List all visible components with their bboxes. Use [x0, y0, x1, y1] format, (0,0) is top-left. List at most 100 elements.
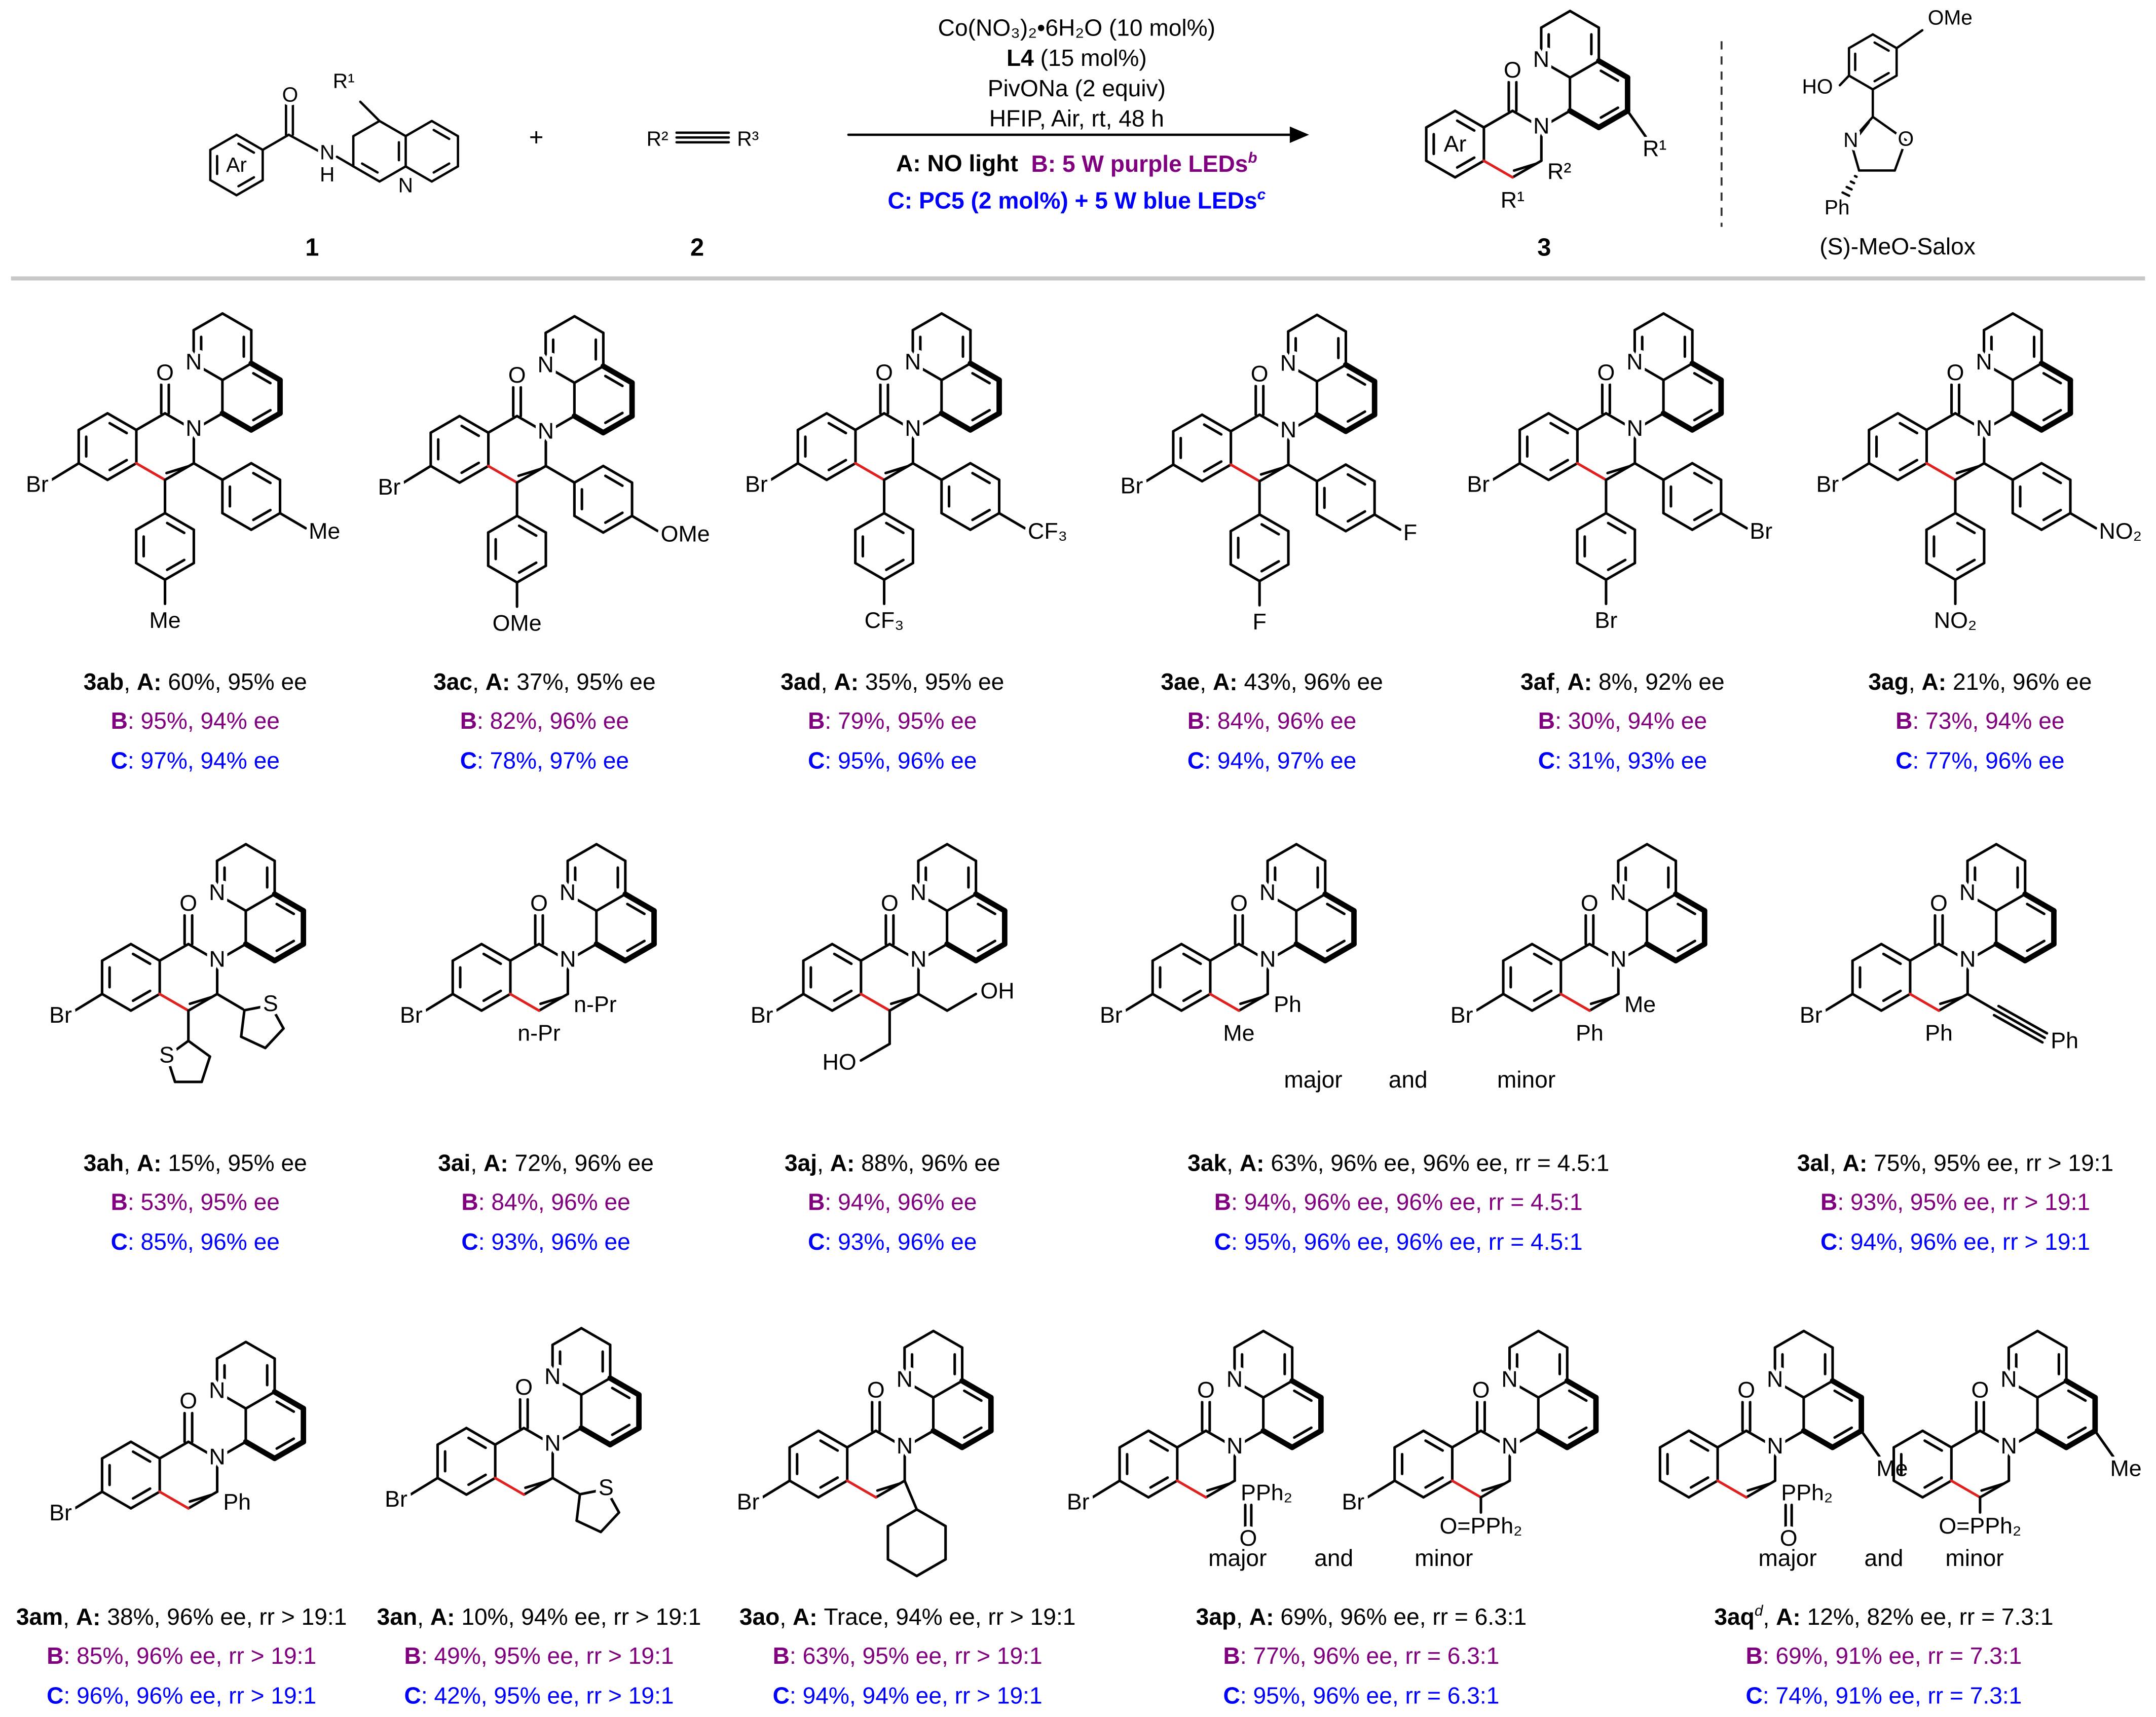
- amide-hydrogen-label: H: [320, 163, 334, 186]
- conditions-ab: A: NO light B: 5 W purple LEDsb: [825, 144, 1328, 179]
- bromo-label: Br: [1342, 1489, 1364, 1514]
- bond: [480, 992, 512, 1012]
- double-bond: [971, 372, 991, 385]
- sulfur-label: S: [599, 1475, 614, 1500]
- ligand-name: (S)-MeO-Salox: [1819, 234, 1976, 260]
- carbonyl-oxygen-label: O: [1597, 360, 1615, 385]
- double-bond: [876, 1482, 901, 1492]
- result-c-value: 93%, 96% ee: [838, 1229, 977, 1256]
- amide-nitrogen-label: N: [1280, 417, 1296, 442]
- bond: [969, 511, 1001, 531]
- result-b: B93%, 95% ee, rr > 19:1: [1694, 1184, 2156, 1224]
- carbonyl-oxygen-label: O: [1472, 1377, 1490, 1402]
- condition-b: B: 5 W purple LEDsb: [1031, 150, 1257, 177]
- bond: [1840, 462, 1871, 481]
- bond: [215, 1440, 247, 1460]
- bond: [515, 514, 547, 534]
- result-b: B82%, 96% ee: [283, 703, 806, 742]
- double-bond: [1589, 995, 1615, 1005]
- result-b: B53%, 95% ee: [0, 1184, 457, 1224]
- condition-a-letter: A: [1249, 1604, 1281, 1630]
- quinoline-nitrogen-label: N: [910, 880, 926, 905]
- bond: [515, 415, 547, 434]
- regioisomer-note: major: [1284, 1067, 1343, 1093]
- bond: [1921, 1479, 1953, 1499]
- condition-a-letter: A: [137, 669, 168, 695]
- result-c: C77%, 96% ee: [1719, 742, 2156, 782]
- quinoline-nitrogen-label: N: [1626, 349, 1643, 375]
- bond: [1322, 891, 1357, 914]
- regioisomer-note: and: [1388, 1067, 1428, 1093]
- bond: [931, 1428, 965, 1450]
- double-bond: [189, 1493, 213, 1503]
- c3-substituent-label: Me: [309, 518, 340, 544]
- bond: [1564, 1378, 1599, 1400]
- bond: [2036, 1329, 2068, 1349]
- bond: [1892, 1479, 1924, 1499]
- result-a-value: 43%, 96% ee: [1244, 669, 1383, 695]
- ligand-code: L4: [1006, 45, 1034, 72]
- double-bond: [2067, 1426, 2087, 1439]
- bond: [788, 1479, 820, 1499]
- bond: [860, 1042, 891, 1062]
- double-bond: [626, 903, 646, 915]
- bond: [1689, 410, 1724, 433]
- bond: [796, 462, 828, 481]
- double-bond: [2067, 1389, 2087, 1402]
- bond: [465, 1476, 497, 1496]
- quinoline-nitrogen-label: N: [185, 349, 202, 375]
- double-bond: [1346, 373, 1366, 386]
- bond: [1596, 58, 1630, 81]
- double-bond: [539, 995, 564, 1005]
- double-bond: [467, 1436, 487, 1449]
- result-a: 3aqdA12%, 82% ee, rr = 7.3:1: [1622, 1592, 2145, 1638]
- result-b-value: 85%, 96% ee, rr > 19:1: [77, 1644, 317, 1670]
- bond: [1871, 74, 1898, 91]
- bond: [100, 1490, 132, 1510]
- bond: [1454, 159, 1485, 179]
- c3-substituent-label: Ph: [1274, 992, 1302, 1017]
- bond: [129, 1490, 161, 1510]
- bond: [1802, 1379, 1834, 1399]
- bond: [911, 362, 943, 382]
- bond: [1518, 412, 1550, 431]
- bond: [1518, 462, 1550, 481]
- double-bond: [1260, 560, 1280, 573]
- quinoline-nitrogen-label: N: [544, 1364, 561, 1389]
- result-a-value: 72%, 96% ee: [514, 1150, 654, 1177]
- bond: [1547, 462, 1579, 481]
- condition-c-letter: C: [808, 1229, 825, 1256]
- double-bond: [1607, 558, 1627, 571]
- condition-a-letter: A: [830, 1150, 862, 1177]
- bond: [100, 943, 132, 962]
- bond: [77, 412, 109, 431]
- double-bond: [1456, 119, 1476, 132]
- result-c-value: 97%, 94% ee: [140, 748, 280, 774]
- result-b-value: 84%, 96% ee: [491, 1189, 630, 1216]
- bond: [775, 992, 805, 1012]
- bond: [215, 992, 244, 1011]
- double-bond: [275, 940, 295, 952]
- bond: [1180, 943, 1212, 962]
- bromo-label: Br: [385, 1486, 407, 1512]
- condition-a-letter: A: [430, 1604, 462, 1630]
- quinoline-nitrogen-label: N: [560, 880, 576, 905]
- amide-nitrogen-label: N: [185, 416, 202, 441]
- double-bond: [1607, 521, 1627, 535]
- amide-nitrogen-label: N: [1767, 1433, 1783, 1459]
- bond: [817, 1479, 849, 1499]
- bond: [1229, 563, 1261, 583]
- bond: [944, 941, 979, 964]
- condition-b-letter: B: [460, 708, 477, 735]
- bond: [1567, 108, 1602, 130]
- double-bond: [1346, 473, 1366, 486]
- bond: [1295, 843, 1327, 863]
- compound-result: 3aiA72%, 96% ee B84%, 96% ee C93%, 96% e…: [285, 1138, 807, 1263]
- result-a-value: 35%, 95% ee: [865, 669, 1005, 695]
- bond: [1892, 1429, 1924, 1449]
- bond: [1895, 29, 1924, 50]
- bond: [187, 1440, 219, 1460]
- result-c-value: 95%, 96% ee: [838, 748, 977, 774]
- atom-label: O: [282, 83, 299, 106]
- compound-id: 3al: [1797, 1150, 1830, 1177]
